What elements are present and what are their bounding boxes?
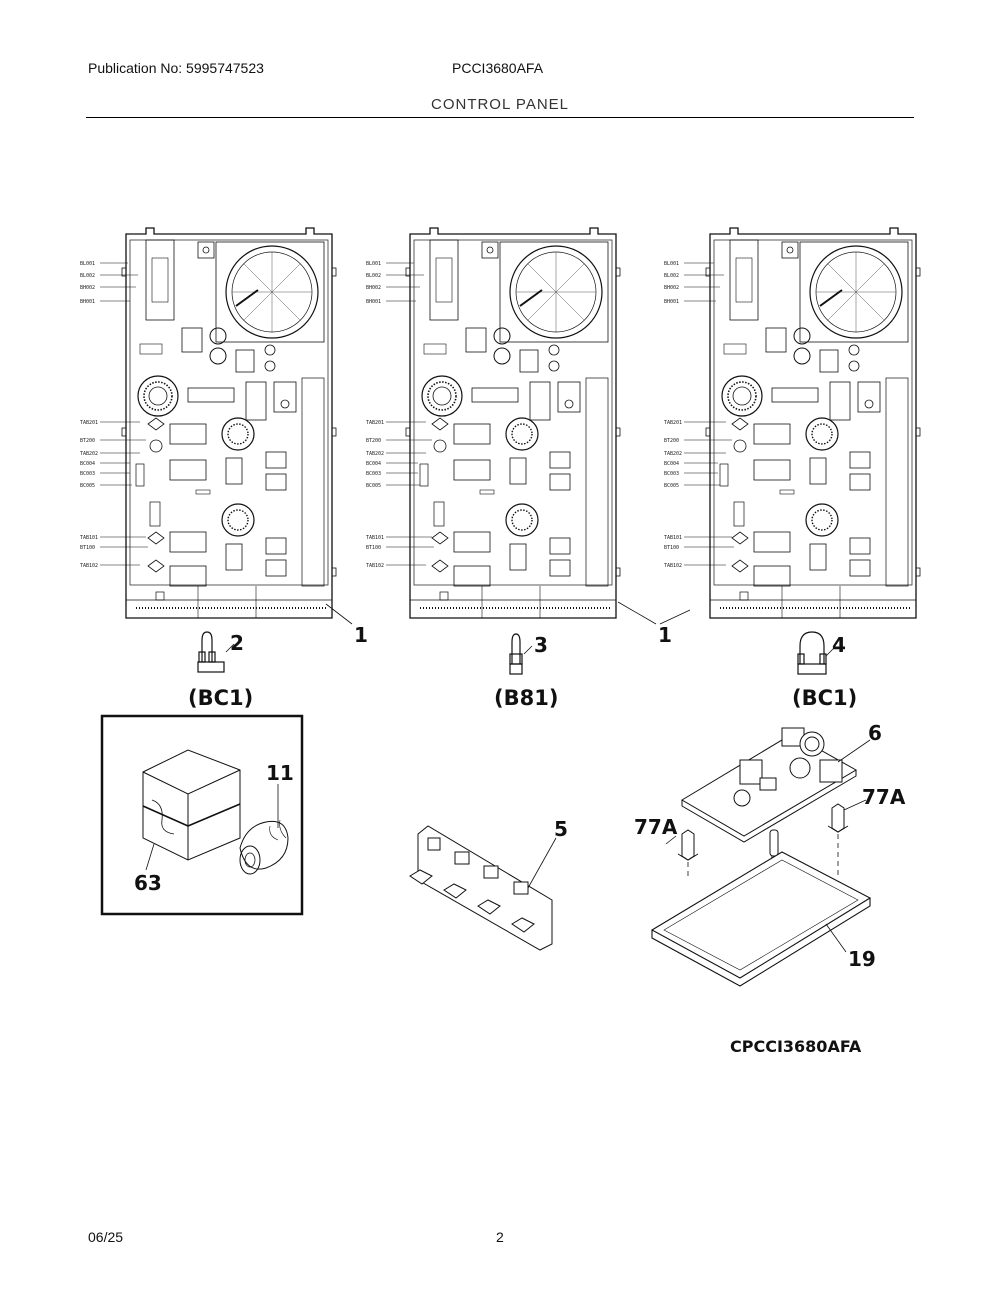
- pin-label: TAB201: [366, 420, 384, 426]
- callout-label: 2: [230, 631, 244, 655]
- pin-label: BH001: [366, 299, 381, 305]
- pin-label: TAB102: [664, 563, 682, 569]
- control-panel-left: [121, 227, 337, 619]
- pin-label: BT200: [80, 438, 95, 444]
- callout-label: 6: [868, 721, 882, 745]
- pin-label: BL002: [664, 273, 679, 279]
- cable-2: [197, 631, 235, 673]
- pin-label: BL001: [80, 261, 95, 267]
- pin-label: BH002: [366, 285, 381, 291]
- pin-label: BC003: [366, 471, 381, 477]
- pin-label: TAB102: [80, 563, 98, 569]
- standoff-right: [827, 799, 867, 833]
- callout-label: 19: [848, 947, 876, 971]
- pin-label: TAB202: [80, 451, 98, 457]
- connector-label-bc1-left: (BC1): [188, 686, 253, 710]
- pin-label: BL001: [366, 261, 381, 267]
- pin-label: BH001: [80, 299, 95, 305]
- pin-label: BH001: [664, 299, 679, 305]
- pin-label: TAB101: [80, 535, 98, 541]
- callout-label: 1: [658, 623, 672, 647]
- connector-label-bc1-right: (BC1): [792, 686, 857, 710]
- pin-label: TAB201: [80, 420, 98, 426]
- power-board: [681, 727, 871, 843]
- callout-label: 63: [134, 871, 162, 895]
- pin-label: BC005: [366, 483, 381, 489]
- pin-label: TAB102: [366, 563, 384, 569]
- pin-label: BC005: [80, 483, 95, 489]
- callout-label: 77A: [634, 815, 678, 839]
- pin-label: BH002: [664, 285, 679, 291]
- control-panel-right: [705, 227, 921, 619]
- callout-label: 1: [354, 623, 368, 647]
- page-title: CONTROL PANEL: [430, 96, 570, 113]
- callout-label: 3: [534, 633, 548, 657]
- footer-page-number: 2: [496, 1229, 504, 1245]
- pin-labels-left: BL001 BL002 BH002 BH001 TAB201 BT200 TAB…: [80, 261, 98, 569]
- key-board: [409, 825, 557, 951]
- pin-leaders: [100, 262, 734, 566]
- control-panel-middle: [405, 227, 621, 619]
- pin-label: TAB101: [366, 535, 384, 541]
- pin-label: BC003: [664, 471, 679, 477]
- callout-label: 77A: [862, 785, 906, 809]
- cable-3: [509, 633, 533, 675]
- pin-label: TAB101: [664, 535, 682, 541]
- pin-label: BC004: [366, 461, 381, 467]
- pin-label: TAB202: [366, 451, 384, 457]
- pin-label: BC003: [80, 471, 95, 477]
- pin-label: BT100: [366, 545, 381, 551]
- pin-label: BL001: [664, 261, 679, 267]
- standoff-left: [665, 829, 699, 861]
- pin-label: BL002: [366, 273, 381, 279]
- pin-labels-middle: BL001 BL002 BH002 BH001 TAB201 BT200 TAB…: [366, 261, 384, 569]
- model-number: PCCI3680AFA: [452, 60, 544, 76]
- pin-label: BT200: [664, 438, 679, 444]
- connector-label-b81: (B81): [494, 686, 558, 710]
- pin-label: BT200: [366, 438, 381, 444]
- footer-date: 06/25: [88, 1229, 124, 1245]
- pin-label: BL002: [80, 273, 95, 279]
- callout-panel: 1 1: [325, 601, 691, 647]
- callout-label: 4: [832, 633, 846, 657]
- mounting-tray: [650, 851, 872, 987]
- pin-label: BH002: [80, 285, 95, 291]
- ferrite-kit-box: [100, 714, 304, 916]
- pin-label: TAB201: [664, 420, 682, 426]
- publication-number: Publication No: 5995747523: [88, 60, 264, 76]
- pin-label: BT100: [80, 545, 95, 551]
- pin-label: BT100: [664, 545, 679, 551]
- diagram-code: CPCCI3680AFA: [730, 1037, 862, 1056]
- pin-label: BC005: [664, 483, 679, 489]
- pin-labels-right: BL001 BL002 BH002 BH001 TAB201 BT200 TAB…: [664, 261, 682, 569]
- cable-4: [797, 631, 835, 675]
- pin-label: BC004: [664, 461, 679, 467]
- callout-label: 11: [266, 761, 294, 785]
- pin-label: TAB202: [664, 451, 682, 457]
- callout-label: 5: [554, 817, 568, 841]
- pin-label: BC004: [80, 461, 95, 467]
- header-divider: [86, 117, 914, 118]
